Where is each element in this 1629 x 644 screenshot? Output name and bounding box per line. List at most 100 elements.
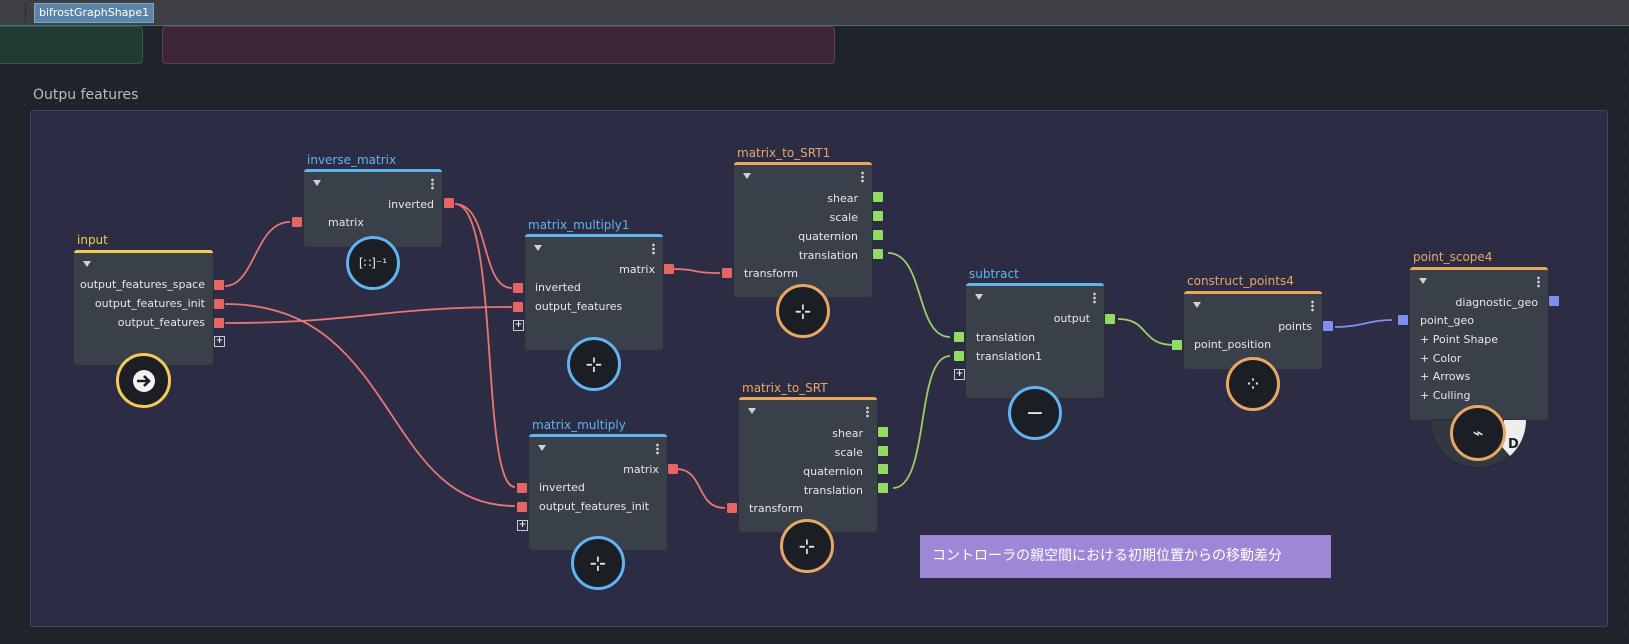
port-translation: translation [798, 249, 858, 262]
node-title-inverse-matrix[interactable]: inverse_matrix [307, 153, 397, 167]
pin-in-translation1[interactable] [954, 351, 964, 361]
collapse-triangle-icon[interactable] [83, 261, 91, 267]
pin-out-diagnostic-geo[interactable] [1549, 296, 1559, 306]
collapse-triangle-icon[interactable] [975, 294, 983, 300]
group-label: Point Shape [1432, 333, 1498, 346]
add-port-icon[interactable]: + [513, 320, 524, 331]
pin-in-translation[interactable] [954, 332, 964, 342]
wire-points-to-scope [1334, 319, 1393, 328]
collapse-triangle-icon[interactable] [534, 245, 542, 251]
node-header-bar [966, 283, 1104, 286]
node-matrix-to-srt1[interactable]: shear scale quaternion translation trans… [734, 162, 872, 297]
pin-out-quaternion[interactable] [878, 464, 888, 474]
matrix-to-srt-icon: ⊹ [780, 519, 834, 573]
collapse-triangle-icon[interactable] [313, 180, 321, 186]
node-menu-icon[interactable] [861, 171, 864, 183]
tab-bifrost-graph[interactable]: bifrostGraphShape1 [34, 3, 155, 23]
node-point-scope4[interactable]: diagnostic_geo point_geo + Point Shape +… [1410, 267, 1548, 420]
port-points: points [1278, 320, 1312, 333]
add-port-icon[interactable]: + [954, 369, 965, 380]
pin-out-space[interactable] [214, 280, 224, 290]
group-label: Culling [1432, 389, 1471, 402]
pin-out-features[interactable] [214, 318, 224, 328]
group-color[interactable]: + Color [1420, 352, 1462, 365]
tab-separator [25, 3, 26, 22]
node-title-subtract[interactable]: subtract [969, 267, 1019, 281]
pin-out-inverted[interactable] [444, 198, 454, 208]
node-matrix-multiply1[interactable]: matrix inverted output_features [525, 234, 663, 350]
pin-in-output-features[interactable] [513, 302, 523, 312]
node-matrix-multiply[interactable]: matrix inverted output_features_init [529, 434, 667, 550]
pin-in-matrix[interactable] [292, 217, 302, 227]
collapse-triangle-icon[interactable] [538, 445, 546, 451]
port-output-features-space: output_features_space [80, 278, 205, 291]
node-menu-icon[interactable] [431, 178, 434, 190]
add-port-icon[interactable]: + [214, 336, 225, 347]
add-port-icon[interactable]: + [517, 520, 528, 531]
node-title-input[interactable]: input [77, 233, 108, 247]
port-translation-in: translation [976, 331, 1036, 344]
wire-inverted-to-mm [454, 203, 516, 488]
pin-out-matrix[interactable] [664, 264, 674, 274]
pin-in-point-geo[interactable] [1398, 315, 1408, 325]
node-title-matrix-multiply1[interactable]: matrix_multiply1 [528, 218, 630, 232]
backdrop-red[interactable] [162, 26, 835, 64]
pin-out-scale[interactable] [878, 446, 888, 456]
node-menu-icon[interactable] [652, 243, 655, 255]
node-title-construct-points4[interactable]: construct_points4 [1187, 274, 1294, 288]
node-header-bar [74, 250, 213, 253]
collapse-triangle-icon[interactable] [1193, 302, 1201, 308]
group-title[interactable]: Outpu features [33, 87, 139, 103]
node-inverse-matrix[interactable]: inverted matrix [304, 169, 442, 247]
group-label: Arrows [1432, 370, 1471, 383]
pin-out-translation[interactable] [878, 483, 888, 493]
node-title-matrix-to-srt[interactable]: matrix_to_SRT [742, 381, 828, 395]
pin-out-translation[interactable] [873, 249, 883, 259]
collapse-triangle-icon[interactable] [1419, 278, 1427, 284]
pin-out-quaternion[interactable] [873, 230, 883, 240]
wire-mm-to-srt [675, 468, 726, 509]
pin-out-shear[interactable] [878, 427, 888, 437]
node-menu-icon[interactable] [1311, 300, 1314, 312]
wire-srt1-to-subtract [887, 252, 951, 338]
collapse-triangle-icon[interactable] [743, 173, 751, 179]
pin-in-inverted[interactable] [517, 483, 527, 493]
node-menu-icon[interactable] [656, 443, 659, 455]
port-inverted-in: inverted [539, 481, 585, 494]
port-matrix-out: matrix [619, 263, 655, 276]
group-arrows[interactable]: + Arrows [1420, 370, 1471, 383]
pin-out-shear[interactable] [873, 192, 883, 202]
port-shear: shear [827, 192, 858, 205]
pin-in-transform[interactable] [727, 503, 737, 513]
graph-tab-bar: bifrostGraphShape1 [0, 0, 1629, 26]
pin-out-matrix[interactable] [668, 464, 678, 474]
pin-out-scale[interactable] [873, 211, 883, 221]
group-label: Color [1432, 352, 1462, 365]
pin-out-points[interactable] [1323, 321, 1333, 331]
comment-note[interactable]: コントローラの親空間における初期位置からの移動差分 [920, 535, 1331, 578]
pin-out-output[interactable] [1105, 314, 1115, 324]
backdrop-green[interactable] [0, 26, 143, 64]
group-culling[interactable]: + Culling [1420, 389, 1471, 402]
node-title-point-scope4[interactable]: point_scope4 [1413, 250, 1493, 264]
group-point-shape[interactable]: + Point Shape [1420, 333, 1498, 346]
pin-in-inverted[interactable] [513, 283, 523, 293]
port-output-features-in: output_features [535, 300, 623, 313]
node-title-matrix-to-srt1[interactable]: matrix_to_SRT1 [737, 146, 831, 160]
node-menu-icon[interactable] [1093, 292, 1096, 304]
node-matrix-to-srt[interactable]: shear scale quaternion translation trans… [739, 397, 877, 532]
port-translation: translation [803, 484, 863, 497]
pin-in-point-position[interactable] [1172, 340, 1182, 350]
node-subtract[interactable]: output translation translation1 [966, 283, 1104, 398]
port-quaternion: quaternion [803, 465, 863, 478]
node-header-bar [304, 169, 442, 172]
node-menu-icon[interactable] [1537, 276, 1540, 288]
node-construct-points4[interactable]: points point_position [1184, 291, 1322, 369]
pin-out-init[interactable] [214, 299, 224, 309]
node-menu-icon[interactable] [866, 406, 869, 418]
pin-in-transform[interactable] [722, 268, 732, 278]
pin-in-output-features-init[interactable] [517, 502, 527, 512]
node-title-matrix-multiply[interactable]: matrix_multiply [532, 418, 626, 432]
node-input[interactable]: output_features_space output_features_in… [74, 250, 213, 365]
collapse-triangle-icon[interactable] [748, 408, 756, 414]
